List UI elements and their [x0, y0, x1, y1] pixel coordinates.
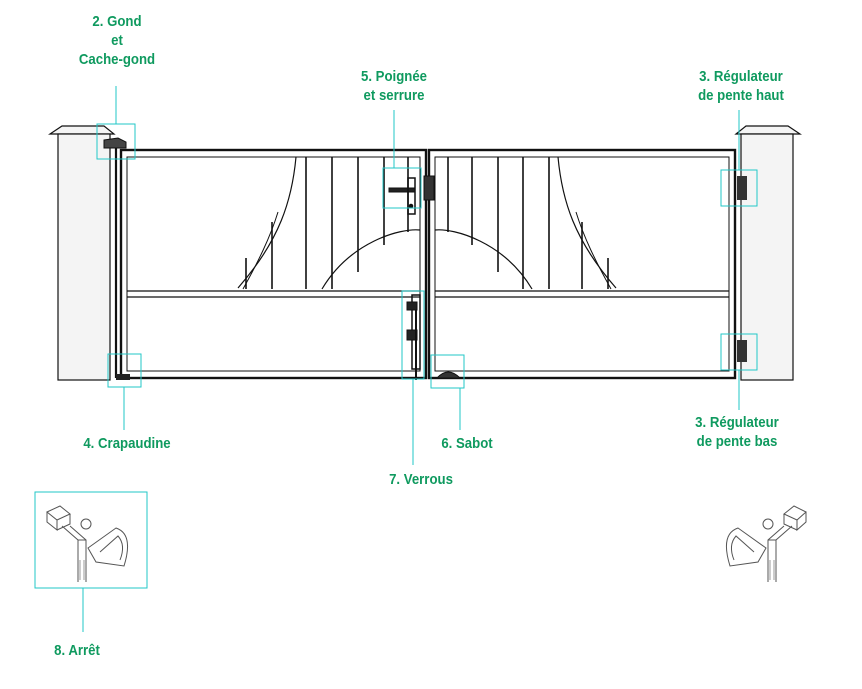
label-regulateur-bas-line-1: 3. Régulateur — [695, 414, 779, 431]
label-arret-line-1: 8. Arrêt — [54, 642, 100, 659]
callout-box-arret — [34, 491, 148, 589]
label-poignee-line-1: 5. Poignée — [360, 68, 428, 85]
right-gate-leaf — [427, 148, 737, 380]
label-arret: 8. Arrêt — [39, 641, 115, 660]
left-gate-leaf — [114, 142, 428, 380]
callout-box-sabot — [430, 354, 465, 389]
handle-lock — [388, 175, 435, 215]
crapaudine-part — [116, 374, 130, 380]
label-gond-line-3: Cache-gond — [78, 51, 156, 68]
label-regulateur-haut: 3. Régulateur de pente haut — [684, 67, 798, 105]
hinge-cap — [103, 137, 127, 149]
label-gond: 2. Gond et Cache-gond — [69, 12, 166, 69]
regulator-top-part — [737, 176, 747, 200]
label-verrous-line-1: 7. Verrous — [389, 471, 453, 488]
bolt-latch — [406, 294, 421, 380]
label-gond-line-1: 2. Gond — [92, 13, 142, 30]
label-regulateur-bas-line-2: de pente bas — [696, 433, 778, 450]
arret-illustration-right — [725, 505, 807, 582]
label-poignee-line-2: et serrure — [363, 87, 425, 104]
label-sabot: 6. Sabot — [430, 434, 504, 453]
label-regulateur-bas: 3. Régulateur de pente bas — [678, 413, 796, 451]
arret-illustration-left — [46, 505, 129, 582]
label-sabot-line-1: 6. Sabot — [441, 435, 493, 452]
right-pillar — [734, 125, 802, 381]
label-regulateur-haut-line-2: de pente haut — [698, 87, 784, 104]
label-crapaudine: 4. Crapaudine — [70, 434, 184, 453]
label-regulateur-haut-line-1: 3. Régulateur — [699, 68, 783, 85]
regulator-bottom-part — [737, 340, 747, 362]
label-gond-line-2: et — [111, 32, 123, 49]
left-pillar — [48, 125, 116, 381]
label-crapaudine-line-1: 4. Crapaudine — [83, 435, 171, 452]
label-poignee: 5. Poignée et serrure — [342, 67, 446, 105]
sabot-part — [435, 371, 462, 379]
label-verrous: 7. Verrous — [379, 470, 463, 489]
callout-box-poignee — [382, 167, 422, 209]
